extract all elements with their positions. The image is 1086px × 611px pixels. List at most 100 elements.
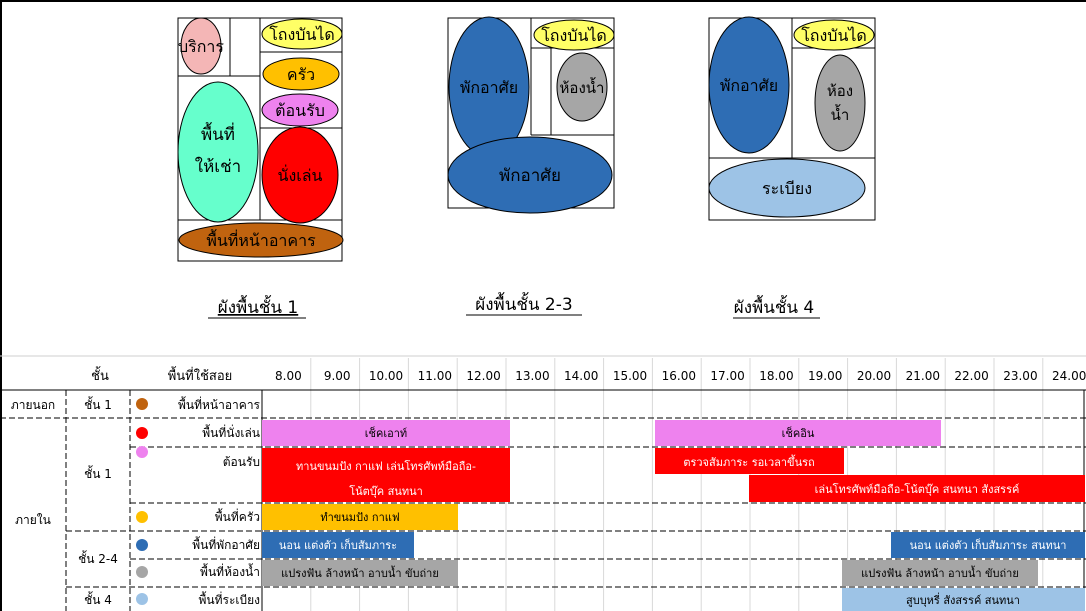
bedroom-bottom-label: พักอาศัย [499, 166, 561, 186]
balcony-zone [708, 158, 866, 218]
header-area: พื้นที่ใช้สอย [168, 366, 233, 384]
reception-zone [261, 93, 339, 127]
bar-smoke-label: สูบบุหรี่ สังสรรค์ สนทนา [906, 592, 1020, 607]
floor23-caption: ผังพื้นชั้น 2-3 [475, 292, 572, 315]
lounge-zone [261, 126, 339, 224]
bar-checkin-label: เช็คอิน [782, 426, 815, 440]
bedroom-label-f4: พักอาศัย [720, 76, 778, 95]
bar-bath-am [262, 560, 458, 586]
reception-label: ต้อนรับ [275, 101, 325, 120]
dot-lounge [136, 427, 148, 439]
area-bath: พื้นที่ห้องน้ำ [200, 563, 260, 579]
bar-sleep-pm [891, 532, 1085, 558]
bar-sleep-am [262, 532, 414, 558]
rental-label-2: ให้เช่า [195, 156, 241, 177]
bar-smoke [842, 588, 1085, 611]
bar-cook-label: ทำขนมปัง กาแฟ [320, 511, 399, 524]
time-label: 13.00 [515, 369, 549, 383]
floor23-plan: พักอาศัย โถงบันได ห้องน้ำ พักอาศัย ผังพื… [447, 16, 615, 316]
area-bedroom: พื้นที่พักอาศัย [192, 536, 260, 552]
bath-label-f4-2: น้ำ [831, 104, 850, 124]
bar-bath-pm-label: แปรงฟัน ล้างหน้า อาบน้ำ ขับถ่าย [861, 565, 1019, 580]
front-zone [178, 222, 344, 258]
zone-outside: ภายนอก [11, 398, 55, 412]
time-label: 21.00 [906, 369, 940, 383]
kitchen-zone [262, 57, 340, 91]
bar-breakfast-label-1: ทานขนมปัง กาแฟ เล่นโทรศัพท์มือถือ- [296, 459, 476, 473]
area-balcony: พื้นที่ระเบียง [198, 591, 260, 607]
stair-zone-f23 [533, 19, 615, 51]
floor4-caption: ผังพื้นชั้น 4 [734, 295, 814, 318]
bar-bath-am-label: แปรงฟัน ล้างหน้า อาบน้ำ ขับถ่าย [281, 565, 439, 580]
bath-zone-f4 [814, 54, 866, 152]
bar-inspect [655, 448, 844, 474]
time-label: 10.00 [369, 369, 403, 383]
area-kitchen: พื้นที่ครัว [215, 508, 260, 524]
stair-label-f4: โถงบันได [801, 26, 867, 45]
dot-front [136, 398, 148, 410]
floor-f4: ชั้น 4 [84, 591, 112, 607]
time-label: 16.00 [662, 369, 696, 383]
kitchen-label: ครัว [287, 65, 315, 84]
bar-checkout [262, 420, 510, 446]
floor-f1-in: ชั้น 1 [84, 465, 112, 481]
bath-label-f4-1: ห้อง [827, 82, 853, 100]
time-label: 8.00 [275, 369, 302, 383]
time-label: 24.00 [1052, 369, 1086, 383]
bar-breakfast-label-2: โน้ตบุ๊ค สนทนา [349, 484, 423, 498]
floor-f24: ชั้น 2-4 [78, 550, 118, 566]
dot-bath [136, 566, 148, 578]
stair-label-f1: โถงบันได [269, 25, 335, 44]
stair-zone-f4 [793, 19, 875, 51]
time-label: 14.00 [564, 369, 598, 383]
area-front: พื้นที่หน้าอาคาร [178, 396, 261, 412]
bar-sleep-pm-label: นอน แต่งตัว เก็บสัมภาระ สนทนา [910, 538, 1067, 552]
service-zone [180, 17, 222, 75]
rental-label-1: พื้นที่ [201, 122, 235, 145]
bath-label-f23: ห้องน้ำ [560, 77, 605, 97]
balcony-label: ระเบียง [762, 179, 812, 198]
lounge-label: นั่งเล่น [278, 164, 323, 185]
floor-f1-out: ชั้น 1 [84, 396, 112, 412]
time-label: 22.00 [954, 369, 988, 383]
bar-breakfast [262, 448, 510, 502]
bar-checkin [655, 420, 941, 446]
floor1-caption: ผังพื้นชั้น 1 [218, 295, 298, 318]
time-label: 15.00 [613, 369, 647, 383]
dot-bedroom [136, 539, 148, 551]
bar-sleep-am-label: นอน แต่งตัว เก็บสัมภาระ [279, 538, 397, 552]
time-label: 12.00 [466, 369, 500, 383]
bar-checkout-label: เช็คเอาท์ [365, 426, 407, 440]
area-lounge: พื้นที่นั่งเล่น [202, 424, 260, 440]
front-label: พื้นที่หน้าอาคาร [206, 229, 316, 250]
time-label: 18.00 [759, 369, 793, 383]
service-label: บริการ [178, 37, 224, 56]
rental-zone [177, 81, 259, 223]
zone-inside: ภายใน [15, 513, 51, 527]
time-label: 9.00 [324, 369, 351, 383]
floor4-plan: พักอาศัย โถงบันได ห้อง น้ำ ระเบียง ผังพื… [708, 16, 876, 319]
bar-evening [749, 475, 1085, 502]
time-label: 17.00 [710, 369, 744, 383]
time-label: 19.00 [808, 369, 842, 383]
bedroom-top-label: พักอาศัย [460, 78, 518, 97]
bar-evening-label: เล่นโทรศัพท์มือถือ-โน้ตบุ๊ค สนทนา สังสรร… [815, 482, 1020, 496]
bar-inspect-label: ตรวจสัมภาระ รอเวลาขึ้นรถ [683, 454, 814, 469]
bar-bath-pm [842, 560, 1038, 586]
bath-zone-f23 [556, 52, 608, 122]
header-floor: ชั้น [91, 366, 109, 384]
time-label: 20.00 [857, 369, 891, 383]
dot-reception [136, 446, 148, 458]
bedroom-bottom-zone [447, 136, 613, 214]
stair-zone-f1 [261, 18, 343, 50]
floor1-plan: บริการ โถงบันได ครัว ต้อนรับ พื้นที่ ให้… [177, 17, 344, 319]
stair-label-f23: โถงบันได [541, 26, 607, 45]
bar-cook [262, 504, 458, 530]
area-reception: ต้อนรับ [223, 455, 260, 469]
dot-balcony [136, 593, 148, 605]
bedroom-zone-f4 [708, 16, 790, 154]
time-label: 23.00 [1003, 369, 1037, 383]
